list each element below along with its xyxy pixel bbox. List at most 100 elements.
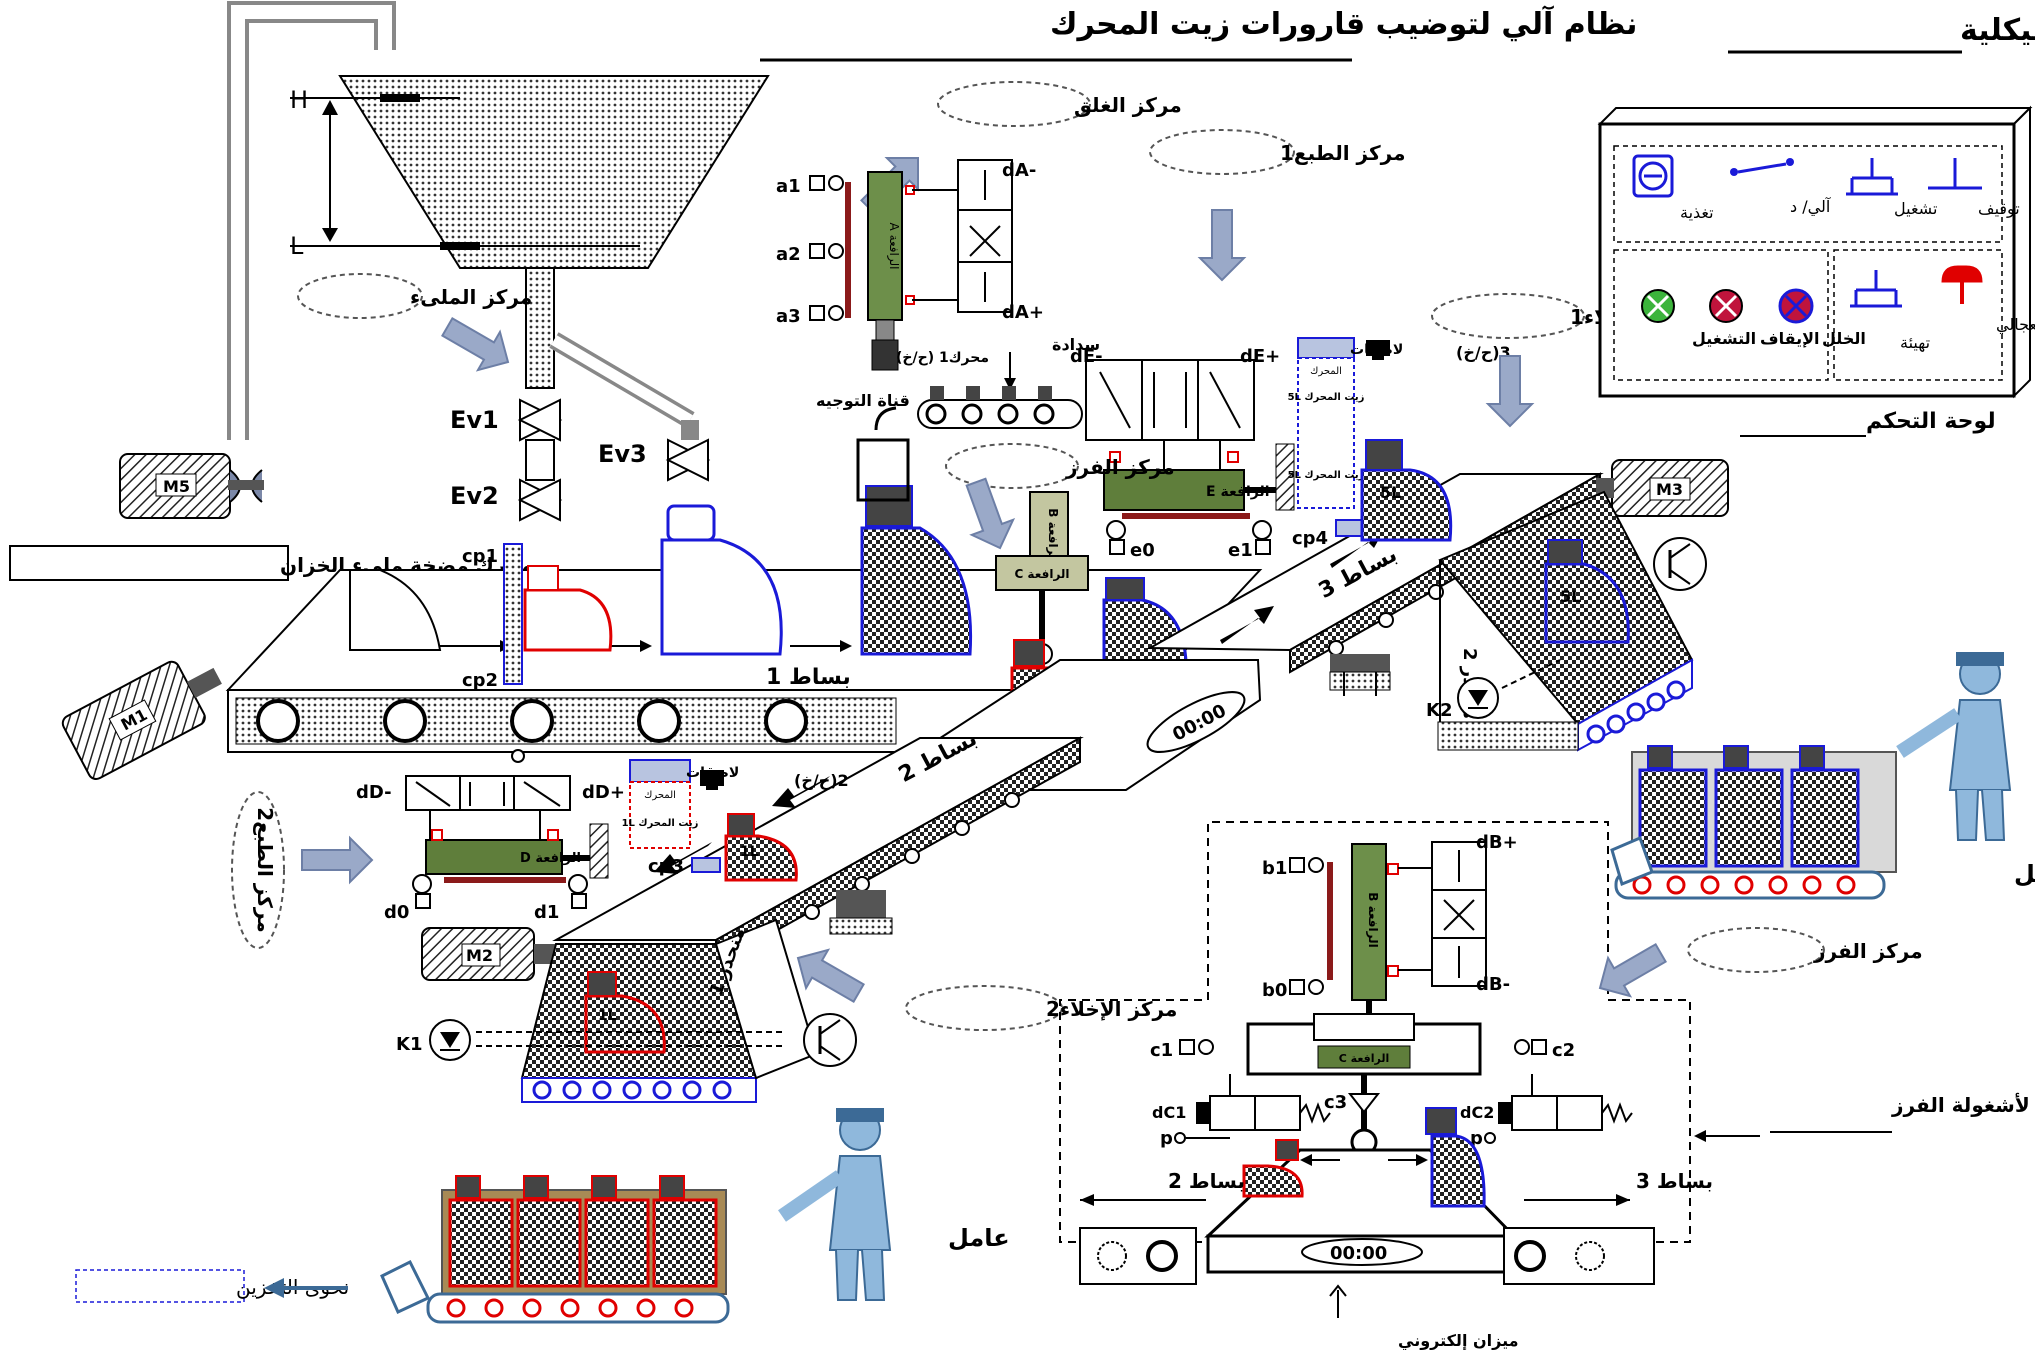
bottle-5l-printed-label: 5L xyxy=(1380,483,1401,502)
bottle-capped xyxy=(862,486,971,654)
labels-e-motor: المحرك xyxy=(1310,366,1342,377)
capping-unit: الرافعة A a1 a2 a3 dA- xyxy=(776,160,1100,390)
valve-ev2[interactable]: Ev2 xyxy=(450,480,560,520)
printing1-callout: مركز الطبع1 xyxy=(1150,130,1405,280)
de-minus-label: dE- xyxy=(1070,346,1103,367)
side-view-caption-text: مسقط جانبي لأشغولة الفرز xyxy=(1891,1092,2035,1118)
phototransistor-2 xyxy=(1654,538,1706,590)
worker-right-label: عامل xyxy=(2014,860,2035,888)
sensor-a2: a2 xyxy=(776,244,843,265)
sensor-a1: a1 xyxy=(776,176,843,197)
m2-label: M2 xyxy=(466,946,493,965)
b0-label: b0 xyxy=(1262,980,1287,1001)
bottle-1l-printed-label: 1L xyxy=(740,844,759,860)
labels-d-motor: المحرك xyxy=(644,790,676,801)
c3-label: c3 xyxy=(1324,1092,1347,1113)
sensor-b0: b0 xyxy=(1262,980,1323,1001)
running-label: التشغيل xyxy=(1692,329,1756,348)
e1-label: e1 xyxy=(1228,540,1253,561)
side-scale-value: 00:00 xyxy=(1330,1243,1387,1264)
valve-ev3[interactable]: Ev3 xyxy=(598,440,708,480)
title-text: نظام آلي لتوضيب قارورات زيت المحرك xyxy=(1050,5,1637,42)
auto-manual-label: آلي/ د xyxy=(1790,197,1832,217)
section-text: المناولة الهيكلية xyxy=(1960,13,2035,48)
da-plus-label: dA+ xyxy=(1002,302,1044,323)
m3-label: M3 xyxy=(1656,480,1683,499)
fault-label: الخلل xyxy=(1822,329,1866,348)
control-panel-title: لوحة التحكم xyxy=(1866,409,1996,434)
d1-label: d1 xyxy=(534,902,559,923)
valve-db: dB+ dB- xyxy=(1398,832,1518,995)
b1-label: b1 xyxy=(1262,858,1287,879)
side-belt3-label: بساط 3 xyxy=(1636,1169,1713,1193)
belt1-label: بساط 1 xyxy=(766,665,851,690)
k1-label: K1 xyxy=(396,1034,422,1055)
sensor-a3: a3 xyxy=(776,306,843,327)
motor-m3: M3 xyxy=(1596,460,1728,516)
sensor-c2: c2 xyxy=(1515,1040,1575,1061)
valve-dc2: dC2 p xyxy=(1460,1074,1632,1149)
cap-feeder-belt xyxy=(918,386,1082,428)
sorting-bottom-callout: مركز الفرز xyxy=(1589,928,1923,1007)
side-belt-3: بساط 3 xyxy=(1504,1169,1713,1284)
labels-e-5l-a: 5L زيت المحرك xyxy=(1288,392,1365,403)
side-jack-b-label: الرافعة B xyxy=(1366,892,1380,947)
main-title: نظام آلي لتوضيب قارورات زيت المحرك xyxy=(760,5,1637,60)
printing2-callout: مركز الطبع2 xyxy=(232,792,372,948)
labels-d-1l: 1L زيت المحرك xyxy=(622,818,699,829)
side-view-caption: مسقط جانبي لأشغولة الفرز xyxy=(1694,1092,2035,1142)
worker-left: عامل xyxy=(782,1108,1010,1300)
side-jack-c-label: الرافعة C xyxy=(1339,1052,1390,1065)
start-label: تشغيل xyxy=(1894,199,1937,218)
guide-channel: قناة التوجيه xyxy=(816,391,910,500)
dc2-label: dC2 xyxy=(1460,1103,1494,1122)
screen-icon-d: 2(ح/خ) xyxy=(700,770,849,790)
ramp2-bottle-label: 5L xyxy=(1560,587,1581,606)
side-belt2-label: بساط 2 xyxy=(1168,1169,1245,1193)
valve-dc1: dC1 p xyxy=(1152,1074,1330,1149)
cart-right xyxy=(1612,746,1896,898)
sorting-top-label: مركز الفرز xyxy=(1065,455,1175,479)
level-h-label: H xyxy=(290,86,308,114)
screen-d-label: 2(ح/خ) xyxy=(794,771,849,790)
printing1-label: مركز الطبع1 xyxy=(1280,141,1405,165)
cp3-label: cp3 xyxy=(648,856,684,877)
p1-label: p xyxy=(1160,1128,1173,1149)
valve-ev1[interactable]: Ev1 xyxy=(450,400,560,440)
de-plus-label: dE+ xyxy=(1240,346,1280,367)
a3-label: a3 xyxy=(776,306,801,327)
tank: H L xyxy=(290,76,768,440)
phototransistor-1 xyxy=(804,1014,856,1066)
prepare-label: تهيئة xyxy=(1900,333,1930,353)
cp4-label: cp4 xyxy=(1292,528,1328,549)
e0-label: e0 xyxy=(1130,540,1155,561)
da-minus-label: dA- xyxy=(1002,160,1036,181)
control-panel: توقيف تشغيل آلي/ د تغذية توقيف إستعجالي … xyxy=(1600,108,2035,436)
sensor-b1: b1 xyxy=(1262,858,1323,879)
scale-caption: ميزان إلكتروني xyxy=(1398,1331,1519,1351)
motor-m1: M1 xyxy=(60,645,234,782)
d0-label: d0 xyxy=(384,902,409,923)
db-plus-label: dB+ xyxy=(1476,832,1518,853)
printing2-label: مركز الطبع2 xyxy=(253,807,277,932)
bottle-5l-printed: 5L xyxy=(1362,440,1451,540)
supply-label: تغذية xyxy=(1680,203,1714,222)
ev3-label: Ev3 xyxy=(598,440,647,468)
level-l-label: L xyxy=(290,232,304,260)
sensor-k2: K2 xyxy=(1426,660,1560,721)
ev1-label: Ev1 xyxy=(450,406,499,434)
ev2-label: Ev2 xyxy=(450,482,499,510)
storage-direction: نحوى التخزين xyxy=(76,1270,349,1302)
dd-plus-label: dD+ xyxy=(582,782,625,803)
labels-e-5l-b: 5L زيت المحرك xyxy=(1288,470,1365,481)
motor-m2: M2 xyxy=(422,928,556,980)
filling-label: مركز الملىء xyxy=(410,285,532,309)
sensor-c1: c1 xyxy=(1150,1040,1213,1061)
ramp1-bottle-label: 1L xyxy=(598,1008,617,1024)
valve-da: dA- dA+ xyxy=(912,160,1044,323)
stop-label: توقيف xyxy=(1978,199,2020,219)
section-title: المناولة الهيكلية xyxy=(1728,13,2035,52)
worker-left-label: عامل xyxy=(948,1224,1010,1252)
cp2-label: cp2 xyxy=(462,670,498,691)
sensor-e0: e0 xyxy=(1107,521,1155,561)
